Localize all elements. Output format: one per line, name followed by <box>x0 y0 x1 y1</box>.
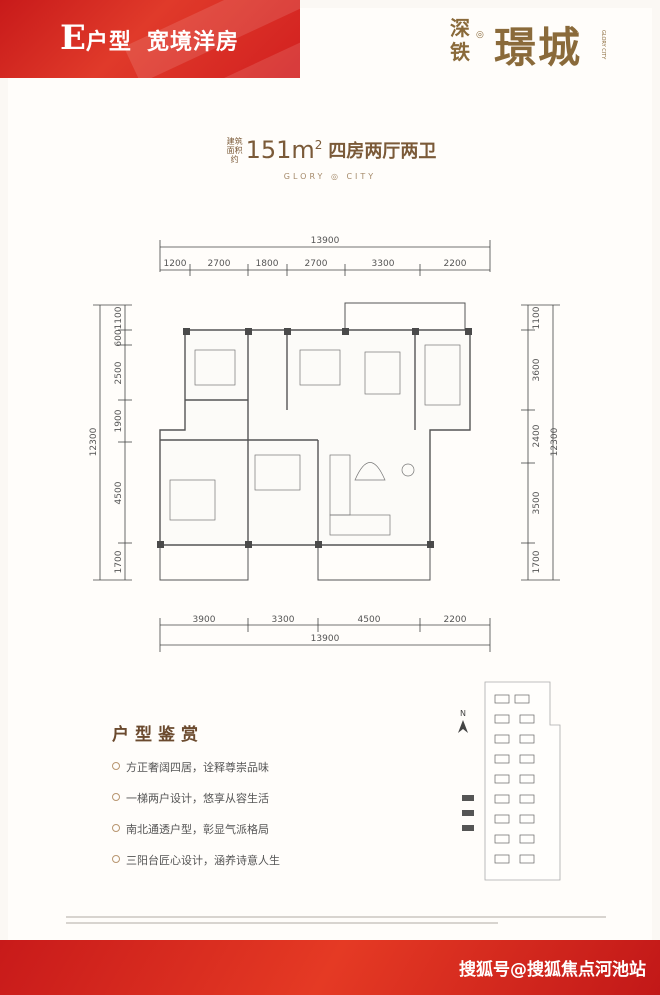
logo-char-group: 深铁 <box>450 16 470 64</box>
right-dimension: 3500 <box>532 491 542 514</box>
banner-title: E户型 宽境洋房 <box>60 18 239 58</box>
left-dimension-lines <box>93 304 132 581</box>
area-value: 151m2 <box>245 136 323 164</box>
review-title: 户型鉴赏 <box>112 725 204 745</box>
bottom-dimension: 3900 <box>193 615 216 625</box>
left-dimension: 2500 <box>114 361 124 384</box>
left-dimension: 600 <box>114 329 124 346</box>
bottom-dimension: 4500 <box>358 615 381 625</box>
left-dimension: 1700 <box>114 550 124 573</box>
logo-english: GLORY CITY <box>600 30 606 60</box>
top-dimension: 2200 <box>444 259 467 269</box>
brand-line: GLORY ◎ CITY <box>283 172 377 181</box>
fine-print-texture <box>66 916 606 924</box>
logo-seal-icon: ◎ <box>476 30 484 40</box>
right-dimension: 2400 <box>532 424 542 447</box>
list-item: 南北通透户型，彰显气派格局 <box>112 821 280 837</box>
layout-title: 四房两厅两卫 <box>328 141 437 162</box>
footer-bar <box>0 940 660 995</box>
top-dimension: 3300 <box>372 259 395 269</box>
review-list: 方正奢阔四居，诠释尊崇品味 一梯两户设计，悠享从容生活 南北通透户型，彰显气派格… <box>112 759 280 868</box>
floor-plan: 13900 1200 2700 1800 2700 3300 2200 3900… <box>89 236 561 881</box>
unit-type-suffix: 户型 <box>85 29 132 55</box>
right-dimension: 3600 <box>532 358 542 381</box>
unit-type-letter: E <box>60 18 86 58</box>
compass-icon: N <box>458 709 468 733</box>
logo-name: 璟城 <box>494 23 583 72</box>
left-dimension: 1900 <box>114 409 124 432</box>
bottom-total-dimension: 13900 <box>311 634 340 644</box>
area-label: 建筑面积约 <box>226 136 243 164</box>
banner-subtitle: 宽境洋房 <box>147 29 240 55</box>
floor-plan-furniture <box>169 344 461 536</box>
bottom-dimension: 3300 <box>272 615 295 625</box>
left-total-dimension: 12300 <box>89 427 99 456</box>
top-dimension: 1800 <box>256 259 279 269</box>
layout-review: 户型鉴赏 方正奢阔四居，诠释尊崇品味 一梯两户设计，悠享从容生活 南北通透户型，… <box>112 720 280 883</box>
top-total-dimension: 13900 <box>311 236 340 246</box>
list-item: 方正奢阔四居，诠释尊崇品味 <box>112 759 280 775</box>
top-dimension: 2700 <box>305 259 328 269</box>
brand-logo: 深铁 ◎ 璟城 GLORY CITY <box>450 10 630 74</box>
left-dimension: 4500 <box>114 481 124 504</box>
right-dimension-lines <box>521 304 560 581</box>
bottom-dimension: 2200 <box>444 615 467 625</box>
bottom-dimension-lines <box>159 618 491 652</box>
site-map <box>462 681 561 881</box>
structural-columns <box>157 328 472 548</box>
top-dimension: 1200 <box>164 259 187 269</box>
watermark: 搜狐号@搜狐焦点河池站 <box>459 960 646 980</box>
list-item: 三阳台匠心设计，涵养诗意人生 <box>112 852 280 868</box>
right-total-dimension: 12300 <box>550 427 560 456</box>
compass-letter: N <box>460 709 466 718</box>
list-item: 一梯两户设计，悠享从容生活 <box>112 790 280 806</box>
right-dimension: 1700 <box>532 550 542 573</box>
header-banner: E户型 宽境洋房 <box>0 0 300 78</box>
left-dimension: 1100 <box>114 306 124 329</box>
floor-plan-walls <box>159 302 471 581</box>
top-dimension-lines <box>159 240 491 276</box>
top-dimension: 2700 <box>208 259 231 269</box>
right-dimension: 1100 <box>532 306 542 329</box>
